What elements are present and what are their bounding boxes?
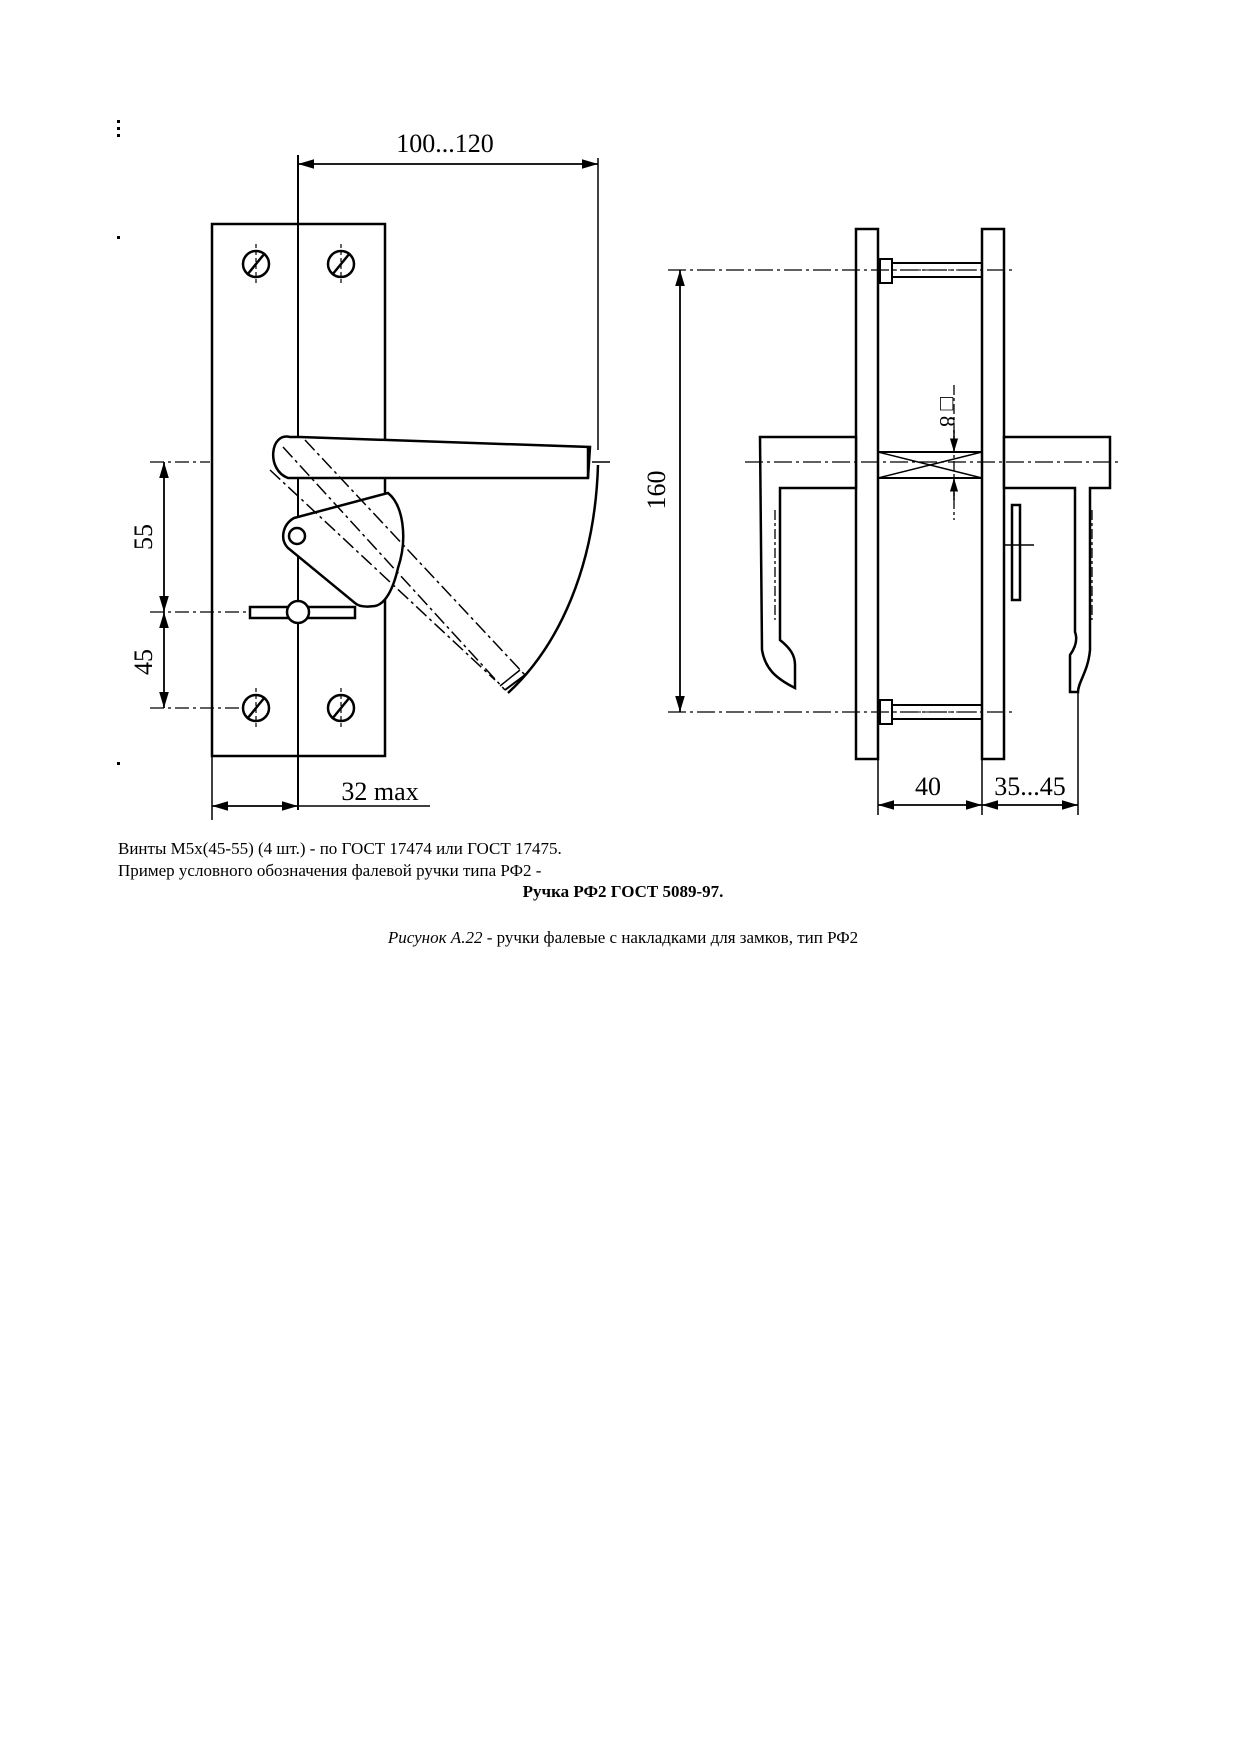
swing-arc bbox=[507, 464, 600, 694]
dim-total-height: 160 bbox=[642, 471, 671, 510]
dim-square: □ 8 bbox=[935, 397, 960, 427]
handle-lever bbox=[272, 435, 592, 480]
caption-separator: - bbox=[482, 928, 497, 947]
margin-marks bbox=[117, 120, 120, 765]
key-cover bbox=[1010, 503, 1022, 602]
right-plate bbox=[980, 227, 1006, 761]
left-plate bbox=[854, 227, 880, 761]
designation-example-note: Пример условного обозначения фалевой руч… bbox=[118, 861, 542, 880]
screws bbox=[879, 258, 983, 725]
figure-caption: Рисунок А.22 - ручки фалевые с накладкам… bbox=[0, 928, 1240, 948]
technical-drawing: 100...120 55 45 32 max bbox=[117, 120, 1120, 820]
lever-rotated bbox=[269, 439, 526, 691]
latch-body bbox=[281, 491, 405, 608]
dim-height-upper: 55 bbox=[129, 524, 158, 550]
designation: Ручка РФ2 ГОСТ 5089-97. bbox=[522, 882, 724, 901]
dim-top-width: 100...120 bbox=[396, 129, 494, 158]
front-view bbox=[150, 155, 610, 820]
dim-depth-left: 40 bbox=[915, 772, 941, 801]
right-handle bbox=[1002, 435, 1112, 694]
keyhole bbox=[248, 599, 357, 625]
screw-holes bbox=[241, 244, 356, 728]
dim-depth-right: 35...45 bbox=[994, 772, 1066, 801]
caption-text: ручки фалевые с накладками для замков, т… bbox=[496, 928, 859, 947]
side-view bbox=[668, 227, 1120, 815]
screws-note: Винты М5х(45-55) (4 шт.) - по ГОСТ 17474… bbox=[118, 839, 562, 858]
dim-height-lower: 45 bbox=[129, 649, 158, 675]
spindle bbox=[877, 451, 983, 479]
figure-number: Рисунок А.22 bbox=[387, 928, 483, 947]
dim-plate-offset: 32 max bbox=[341, 777, 418, 806]
